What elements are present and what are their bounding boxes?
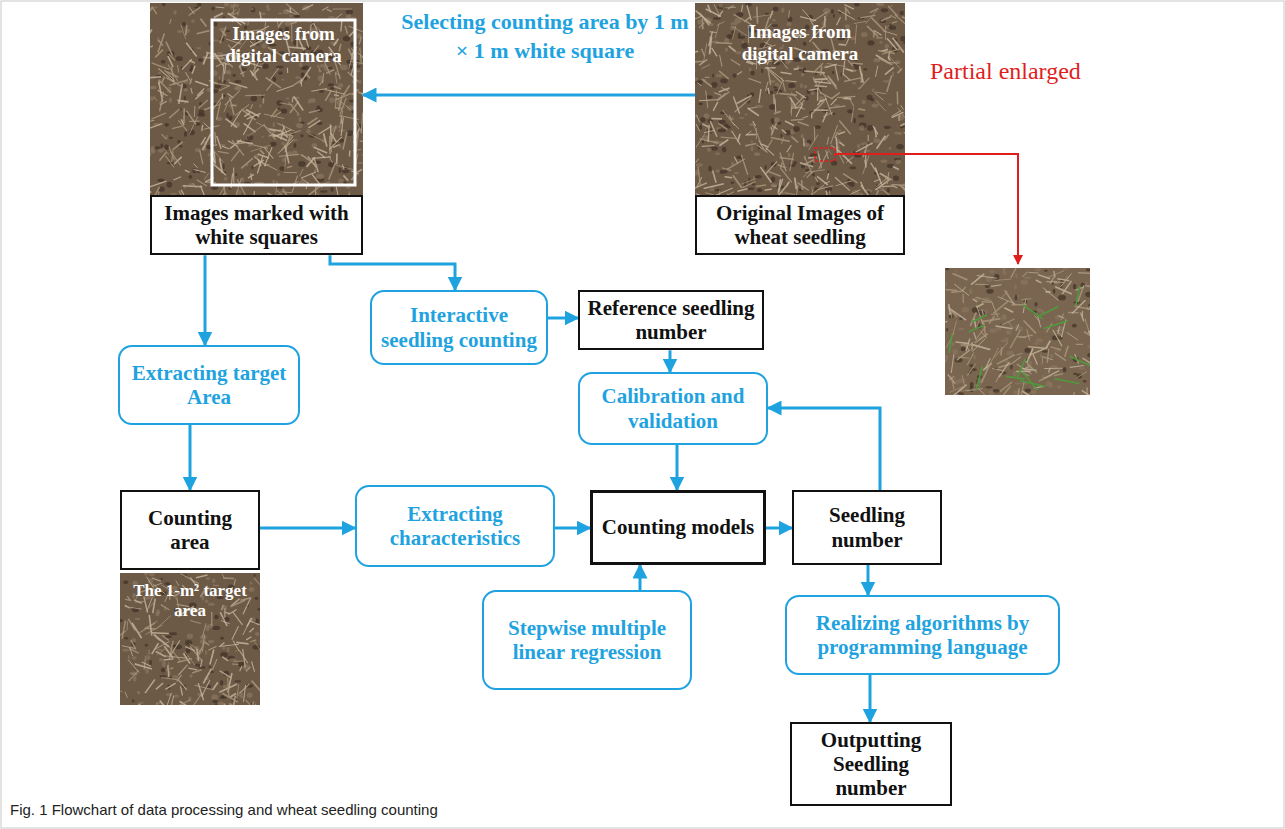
white-square	[212, 20, 355, 185]
flow-arrow	[669, 350, 672, 372]
field-photo	[695, 3, 905, 195]
model-box: Counting models	[590, 490, 766, 565]
node-text: Extracting target Area	[128, 361, 290, 409]
data-box: Original Images of wheat seedling	[695, 195, 905, 255]
process-box: Calibration and validation	[578, 372, 768, 445]
flow-arrow	[869, 675, 872, 722]
camera-photo: Images from digital camera	[695, 3, 905, 195]
flow-arrow	[555, 527, 590, 530]
flow-arrow	[639, 565, 642, 590]
node-text: Reference seedling number	[586, 296, 756, 344]
enlarge-marker	[815, 148, 835, 161]
camera-photo: Images from digital camera	[150, 3, 363, 195]
callout-label: Partial enlarged	[930, 58, 1081, 85]
node-text: Images marked with white squares	[158, 201, 355, 249]
flow-arrow	[548, 317, 578, 320]
flow-arrow	[189, 425, 192, 490]
process-box: Realizing algorithms by programming lang…	[785, 595, 1060, 675]
flow-arrow	[330, 255, 455, 290]
field-photo	[120, 573, 260, 705]
node-text: Interactive seedling counting	[380, 303, 538, 351]
node-text: Original Images of wheat seedling	[703, 201, 897, 249]
flow-arrow	[260, 527, 355, 530]
node-text: Counting models	[602, 515, 754, 539]
flow-arrow	[867, 565, 870, 595]
node-text: Stepwise multiple linear regression	[492, 616, 682, 664]
node-text: Counting area	[128, 506, 252, 554]
node-text: Images from digital camera	[730, 21, 870, 65]
data-box: Reference seedling number	[578, 290, 764, 350]
field-photo	[150, 3, 363, 195]
target-photo: The 1-m² target area	[120, 573, 260, 705]
process-box: Stepwise multiple linear regression	[482, 590, 692, 690]
node-text: Realizing algorithms by programming lang…	[795, 611, 1050, 659]
node-text: Extracting characteristics	[365, 502, 545, 550]
figure-caption: Fig. 1 Flowchart of data processing and …	[10, 801, 438, 818]
node-text: Seedling number	[800, 503, 934, 551]
flow-arrow	[363, 94, 695, 97]
data-box: Images marked with white squares	[150, 195, 363, 255]
process-box: Extracting characteristics	[355, 485, 555, 567]
data-box: Seedling number	[792, 490, 942, 565]
node-text: The 1-m² target area	[125, 581, 255, 620]
data-box: Counting area	[120, 490, 260, 570]
node-text: Calibration and validation	[588, 384, 758, 432]
edge-label: Selecting counting area by 1 m × 1 m whi…	[395, 8, 695, 65]
flow-arrow	[204, 255, 207, 345]
process-box: Interactive seedling counting	[370, 290, 548, 365]
flow-arrow	[766, 527, 792, 530]
flow-arrow	[768, 408, 880, 490]
process-box: Extracting target Area	[118, 345, 300, 425]
field-photo	[945, 268, 1090, 395]
data-box: Outputting Seedling number	[790, 722, 952, 806]
node-text: Outputting Seedling number	[798, 728, 944, 800]
flow-arrow	[676, 445, 679, 490]
node-text: Images from digital camera	[212, 23, 355, 67]
